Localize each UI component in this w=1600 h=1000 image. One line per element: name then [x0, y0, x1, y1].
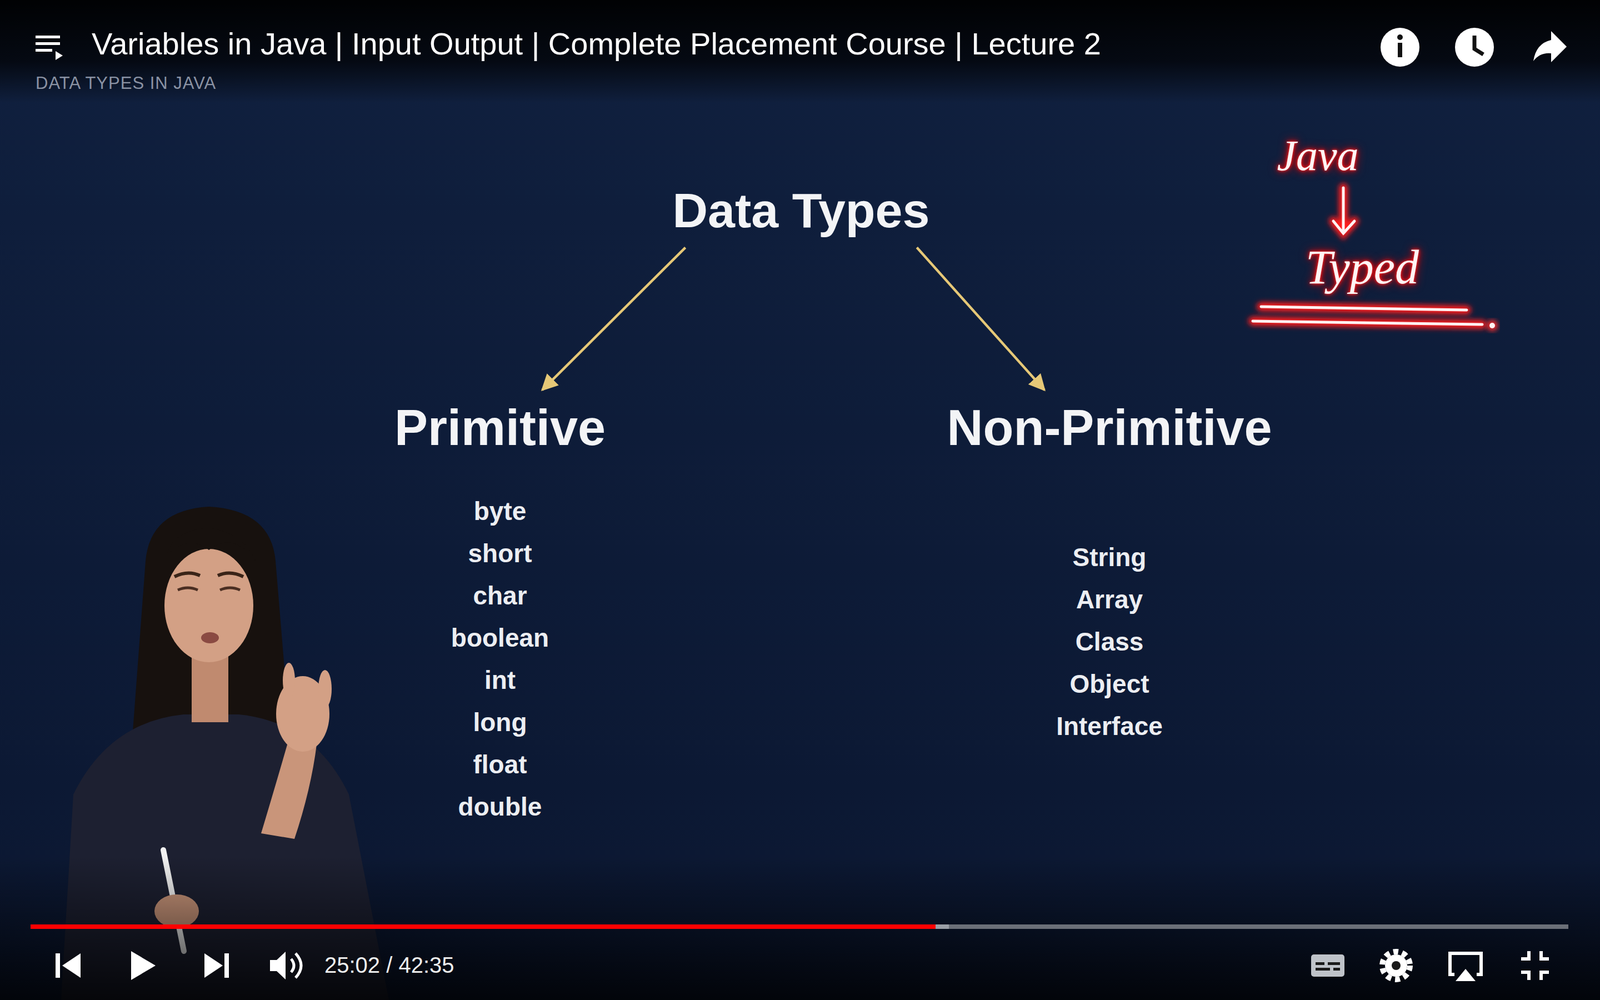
prev-icon: [55, 953, 60, 978]
top-shade: [0, 0, 1600, 103]
player-controls: [55, 951, 1549, 982]
category-heading: Primitive: [394, 397, 606, 458]
playlist-icon: [55, 51, 63, 60]
type-name: short: [467, 532, 532, 575]
volume-waves: [291, 953, 302, 978]
type-name: Array: [1076, 578, 1143, 621]
type-name: float: [472, 743, 527, 786]
settings-hole: [1391, 961, 1401, 970]
glow-arrow: [1333, 187, 1355, 234]
subtitles-line: [1327, 962, 1340, 965]
eyebrow: [174, 572, 200, 577]
play-icon: [131, 951, 156, 980]
playlist-icon: [35, 35, 60, 39]
next-icon: [204, 953, 223, 978]
eyebrow: [217, 572, 244, 577]
info-icon: [1380, 27, 1420, 67]
type-name: int: [484, 658, 516, 702]
clock-icon: [1455, 27, 1494, 67]
ink-dot: [1489, 322, 1495, 329]
chapter-label: DATA TYPES IN JAVA: [35, 72, 217, 94]
category-group: Primitive byteshortcharbooleanintlongfloa…: [394, 397, 606, 828]
fringe: [166, 527, 256, 562]
category-heading: Non-Primitive: [946, 397, 1272, 458]
handwriting-strokes: [1252, 187, 1498, 332]
category-heading: Data Types: [672, 181, 930, 240]
type-name: boolean: [451, 616, 549, 659]
bottom-shade: [0, 855, 1600, 1000]
volume-icon: [270, 951, 286, 980]
finger: [318, 670, 332, 708]
finger: [282, 662, 295, 699]
type-name: byte: [473, 490, 527, 533]
subtitles-line: [1315, 967, 1330, 971]
airplay-icon: [1455, 968, 1476, 982]
progress-buffer: [935, 924, 949, 929]
glow: [1252, 187, 1483, 325]
connector-arrow: [542, 247, 686, 390]
arrow-stroke: [1333, 187, 1355, 234]
settings-teeth: [1382, 951, 1410, 980]
type-name: double: [458, 785, 543, 828]
prev-icon: [62, 953, 81, 978]
eye: [177, 587, 198, 590]
type-name: Object: [1069, 662, 1149, 705]
time-display: 25:02 / 42:35: [324, 951, 455, 979]
next-icon: [224, 953, 229, 978]
type-name: Interface: [1056, 705, 1163, 748]
fullscreen-exit-icon: [1521, 951, 1549, 980]
face: [164, 548, 254, 663]
category-group: Non-PrimitiveStringArrayClassObjectInter…: [946, 397, 1272, 748]
video-title: Variables in Java | Input Output | Compl…: [91, 25, 1102, 63]
type-name: Class: [1075, 620, 1144, 663]
progress-played: [30, 924, 936, 929]
subtitles-icon: [1311, 954, 1345, 977]
mouth: [201, 632, 219, 644]
underline-stroke: [1252, 321, 1483, 325]
progress-track: [30, 924, 1569, 929]
root-heading: Data Types: [672, 181, 930, 240]
glow-dot: [1486, 320, 1498, 332]
glow-underline: [1261, 306, 1467, 310]
info-dot: [1397, 34, 1403, 40]
handwritten-note: Java: [1276, 129, 1359, 182]
clock-hands: [1474, 35, 1484, 55]
eye: [220, 587, 240, 590]
ink: [1252, 187, 1483, 325]
type-name: long: [472, 701, 527, 744]
type-name: String: [1072, 536, 1147, 579]
type-name: char: [472, 574, 527, 617]
handwritten-note: Typed: [1305, 238, 1419, 297]
subtitles-line: [1315, 962, 1325, 965]
forearm: [261, 738, 317, 839]
connector-arrow: [916, 247, 1045, 390]
glow-underline: [1252, 321, 1483, 325]
share-icon: [1533, 31, 1567, 63]
subtitles-line: [1333, 967, 1340, 971]
settings-icon: [1385, 954, 1408, 977]
underline-stroke: [1261, 306, 1467, 310]
info-stem: [1397, 42, 1403, 58]
playlist-icon: [35, 42, 60, 45]
playlist-icon: [35, 48, 53, 52]
